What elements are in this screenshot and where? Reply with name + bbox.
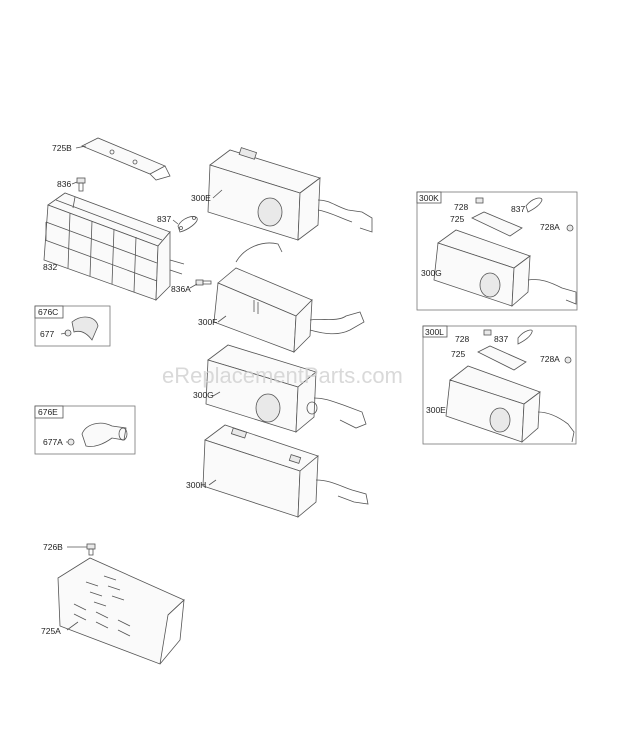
muffler-300H-part[interactable] bbox=[202, 424, 369, 518]
bolt-726B-part[interactable] bbox=[86, 543, 96, 556]
kit-676C-box[interactable] bbox=[34, 305, 111, 347]
label-837-l: 837 bbox=[494, 334, 508, 344]
label-300H: 300H bbox=[186, 480, 206, 490]
label-725A: 725A bbox=[41, 626, 61, 636]
label-676E: 676E bbox=[38, 407, 58, 417]
label-725B: 725B bbox=[52, 143, 72, 153]
bolt-836A-part[interactable] bbox=[195, 279, 212, 286]
label-836: 836 bbox=[57, 179, 71, 189]
label-300G-main: 300G bbox=[193, 390, 214, 400]
heat-shield-725A-part[interactable] bbox=[57, 557, 185, 665]
muffler-300F-part[interactable] bbox=[213, 242, 365, 354]
bracket-725B-part[interactable] bbox=[81, 137, 171, 181]
label-728A-l: 728A bbox=[540, 354, 560, 364]
kit-676E-box[interactable] bbox=[34, 405, 136, 455]
assembly-300K-box[interactable] bbox=[416, 191, 578, 311]
label-300K: 300K bbox=[419, 193, 439, 203]
label-726B: 726B bbox=[43, 542, 63, 552]
label-728A-k: 728A bbox=[540, 222, 560, 232]
label-300F: 300F bbox=[198, 317, 217, 327]
label-837: 837 bbox=[157, 214, 171, 224]
leader-lines bbox=[60, 145, 227, 631]
label-300G-k: 300G bbox=[421, 268, 442, 278]
label-728-l: 728 bbox=[455, 334, 469, 344]
label-677A: 677A bbox=[43, 437, 63, 447]
part-labels: 725B 836 837 300E 832 836A 300F 300G 300… bbox=[38, 143, 560, 636]
label-300E-main: 300E bbox=[191, 193, 211, 203]
label-832: 832 bbox=[43, 262, 57, 272]
assembly-300L-box[interactable] bbox=[422, 325, 577, 445]
label-676C: 676C bbox=[38, 307, 58, 317]
label-677: 677 bbox=[40, 329, 54, 339]
label-836A: 836A bbox=[171, 284, 191, 294]
label-728-k: 728 bbox=[454, 202, 468, 212]
muffler-300E-part[interactable] bbox=[207, 147, 373, 241]
muffler-300G-part[interactable] bbox=[205, 344, 367, 433]
clamp-837-part[interactable] bbox=[177, 216, 198, 233]
bolt-836-part[interactable] bbox=[76, 177, 86, 192]
label-300E-l: 300E bbox=[426, 405, 446, 415]
label-300L: 300L bbox=[425, 327, 444, 337]
label-725-k: 725 bbox=[450, 214, 464, 224]
spark-arrestor-screen-832-part[interactable] bbox=[43, 192, 185, 302]
watermark: eReplacementParts.com bbox=[162, 363, 403, 388]
label-725-l: 725 bbox=[451, 349, 465, 359]
label-837-k: 837 bbox=[511, 204, 525, 214]
